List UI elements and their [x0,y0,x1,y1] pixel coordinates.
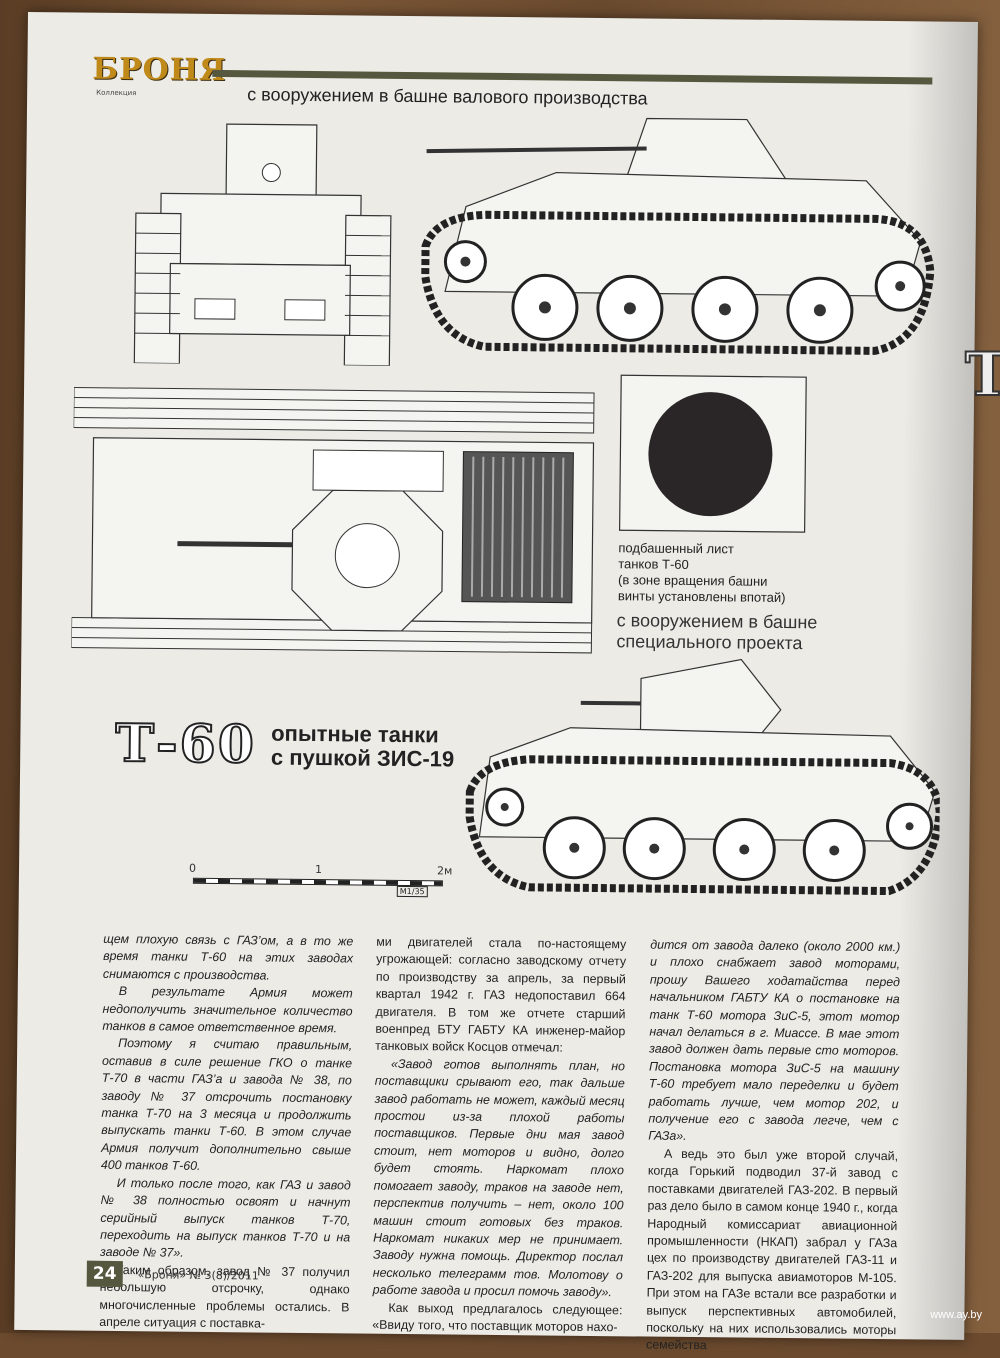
watermark: www.ay.by [930,1309,982,1321]
scale-mark: M1/35 [397,886,428,897]
subtitle-line: опытные танки [271,721,455,747]
magazine-page: БРОНЯ Коллекция с вооружением в башне ва… [14,12,978,1340]
tank-side-view-special-drawing [439,646,942,911]
paragraph: А ведь это был уже второй случай, когда … [646,1145,898,1356]
article-title: Т-60 опытные танки с пушкой ЗИС-19 [115,713,455,778]
note-line: подбашенный лист [618,540,786,558]
subtitle-line: с пушкой ЗИС-19 [271,745,455,771]
tank-top-view-drawing [71,378,619,664]
paragraph: Как выход предлагалось следующее: «Ввиду… [372,1299,622,1336]
paragraph: И только после того, как ГАЗ и завод № 3… [100,1175,351,1265]
title-main: Т-60 [115,713,256,775]
scale-bar: 0 1 2м M1/35 [187,862,457,895]
note-line: танков Т-60 [618,556,786,574]
publication-info: «Броня» № 3(8)/2011 [137,1268,258,1282]
scale-label: 0 [189,862,196,875]
next-page-letter: Т [965,340,1000,410]
note-line: винты установлены впотай) [618,588,786,606]
note-line: (в зоне вращения башни [618,572,786,590]
paragraph: щем плохую связь с ГАЗ’ом, а в то же вре… [103,931,354,986]
tank-side-view-serial-drawing [404,96,947,372]
paragraph: ми двигателей стала по-настоящему угрожа… [375,934,626,1058]
paragraph: В результате Армия может недополучить зн… [102,983,353,1038]
page-number: 24 [87,1261,123,1287]
logo-title: БРОНЯ [92,53,202,88]
scale-label: 2м [437,864,452,877]
text-column-2: ми двигателей стала по-настоящему угрожа… [372,934,626,1337]
title-subtitle: опытные танки с пушкой ЗИС-19 [271,721,455,771]
paragraph: дится от завода далеко (около 2000 км.) … [648,937,900,1148]
tank-front-view-drawing [74,93,397,366]
page-footer: 24 «Броня» № 3(8)/2011 [87,1261,259,1291]
caption-line: с вооружением в башне [617,610,818,633]
scale-label: 1 [315,863,322,876]
text-column-3: дится от завода далеко (около 2000 км.) … [646,937,900,1357]
header-bar [212,70,932,85]
paragraph: «Завод готов выполнять план, но поставщи… [373,1056,626,1302]
paragraph: Поэтому я считаю правильным, оставив в с… [101,1035,352,1177]
subturret-plate-drawing [618,373,810,535]
subturret-note: подбашенный лист танков Т-60 (в зоне вра… [618,540,786,606]
